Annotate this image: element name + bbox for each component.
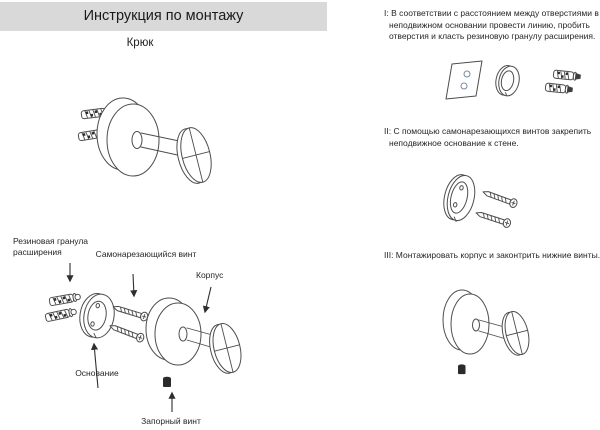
locking-screw-icon: [458, 364, 466, 375]
wall-plate-icon: [96, 97, 160, 177]
step-2-text: II: С помощью самонарезающихся винтов за…: [384, 126, 592, 148]
base-ring-icon: [79, 292, 115, 339]
base-ring-icon: [495, 65, 520, 97]
label-rubber-granule: Резиновая гранула расширения: [13, 236, 89, 257]
label-locking-screw: Запорный винт: [141, 416, 201, 426]
wall-marking-template-icon: [445, 60, 483, 100]
wall-anchor-icon: [544, 82, 573, 94]
base-ring-icon: [443, 174, 476, 222]
locking-screw-icon: [163, 376, 171, 387]
step-1-text: I: В соответствии с расстоянием между от…: [384, 8, 599, 42]
callout-arrow-icon: [66, 263, 212, 412]
wall-anchor-icon: [48, 292, 81, 306]
hook-body-icon: [145, 297, 242, 374]
page-title: Инструкция по монтажу: [0, 2, 327, 31]
step-3-text: III: Монтажировать корпус и законтрить н…: [384, 250, 600, 260]
screw-icon: [475, 211, 512, 228]
hook-body-icon: [442, 289, 530, 356]
wall-anchor-icon: [552, 69, 581, 81]
label-self-tapping-screw: Самонарезающийся винт: [95, 249, 197, 259]
hook-cap-icon: [176, 127, 212, 184]
hook-stem-icon: [131, 131, 185, 157]
mounted-hook-and-locking-screw-drawing: [442, 289, 530, 375]
wall-anchor-icon: [44, 308, 77, 322]
assembled-hook-drawing: [77, 97, 212, 184]
marking-template-and-anchors-drawing: [445, 60, 581, 100]
screw-icon: [482, 191, 518, 208]
screw-icon: [112, 305, 149, 322]
product-name: Крюк: [126, 37, 154, 49]
base-ring-and-screws-drawing: [443, 174, 518, 228]
exploded-parts-drawing: [44, 263, 242, 412]
label-body: Корпус: [196, 270, 224, 280]
screw-icon: [109, 325, 145, 343]
